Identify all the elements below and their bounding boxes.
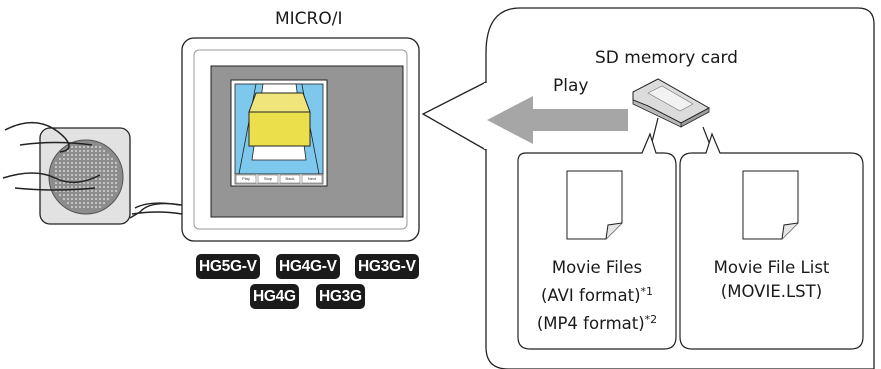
movie-list-filename: (MOVIE.LST) — [720, 282, 823, 301]
avi-format-line: (AVI format)*1 — [540, 285, 654, 305]
note-1: *1 — [640, 285, 654, 298]
movie-list-text: Movie File List (MOVIE.LST) — [680, 256, 863, 304]
micro-i-device — [181, 37, 420, 242]
sd-card-icon — [632, 78, 711, 128]
screen-button-play: Play — [242, 176, 250, 181]
screen-button-next: Next — [307, 176, 317, 181]
screen-button-stop: Stop — [263, 176, 273, 181]
screen-button-back: Back — [285, 176, 295, 181]
model-badge-hg3g: HG3G — [316, 284, 365, 309]
play-arrow — [487, 96, 628, 144]
note-2: *2 — [644, 313, 658, 326]
sound-lines — [2, 121, 101, 191]
model-badge-hg4g-v: HG4G-V — [276, 254, 340, 279]
play-label: Play — [553, 76, 589, 96]
movie-list-file-icon — [742, 170, 799, 240]
movie-list-bubble — [679, 132, 864, 350]
mp4-format-line: (MP4 format)*2 — [536, 313, 658, 333]
callout-pointer — [421, 81, 487, 151]
model-badge-hg5g-v: HG5G-V — [196, 254, 260, 279]
model-badge-hg3g-v: HG3G-V — [355, 254, 419, 279]
device-label: MICRO/I — [275, 9, 343, 29]
movie-files-text: Movie Files (AVI format)*1 (MP4 format)*… — [518, 256, 676, 336]
sd-card-label: SD memory card — [595, 48, 738, 68]
movie-files-bubble — [517, 132, 677, 350]
movie-file-icon — [566, 170, 623, 240]
movie-list-title: Movie File List — [713, 258, 830, 277]
model-badge-hg4g: HG4G — [250, 284, 299, 309]
movie-files-title: Movie Files — [551, 258, 643, 277]
